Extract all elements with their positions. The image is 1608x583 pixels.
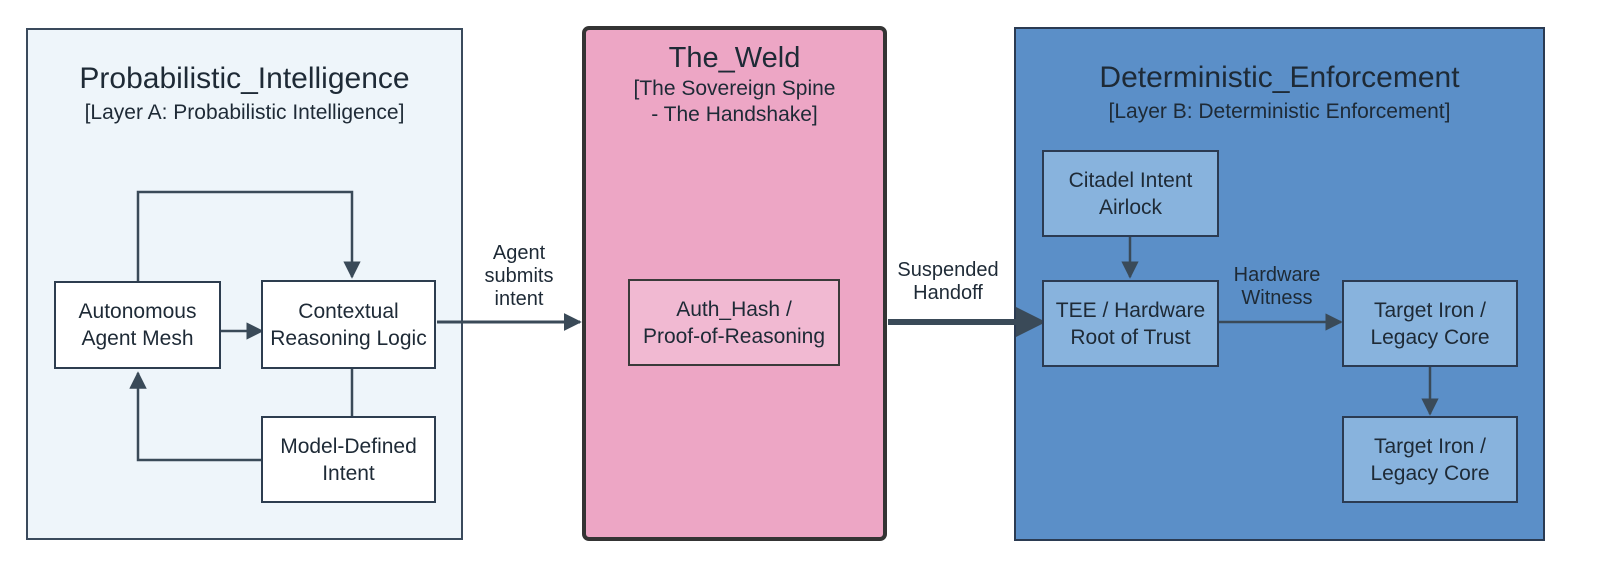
- edge-intent-to-mesh: [129, 371, 263, 462]
- label-hardware-witness: Hardware Witness: [1233, 264, 1321, 309]
- edge-mesh-to-reasoning-loop: [136, 190, 361, 283]
- weld-subtitle: [The Sovereign Spine - The Handshake]: [633, 77, 836, 126]
- label-suspended-handoff: Suspended Handoff: [897, 259, 999, 304]
- node-autonomous-agent-mesh[interactable]: Autonomous Agent Mesh: [54, 281, 221, 369]
- node-model-defined-intent[interactable]: Model-Defined Intent: [261, 416, 436, 503]
- layer-b-title: Deterministic_Enforcement: [1099, 61, 1460, 94]
- node-auth-hash[interactable]: Auth_Hash / Proof-of-Reasoning: [628, 279, 840, 366]
- layer-b-subtitle: [Layer B: Deterministic Enforcement]: [1108, 100, 1451, 123]
- node-target-iron-1[interactable]: Target Iron / Legacy Core: [1342, 280, 1518, 367]
- node-target-iron-2[interactable]: Target Iron / Legacy Core: [1342, 416, 1518, 503]
- node-tee-hardware-root[interactable]: TEE / Hardware Root of Trust: [1042, 280, 1219, 367]
- node-contextual-reasoning-logic[interactable]: Contextual Reasoning Logic: [261, 280, 436, 369]
- weld-title: The_Weld: [668, 42, 801, 74]
- node-citadel-intent-airlock[interactable]: Citadel Intent Airlock: [1042, 150, 1219, 237]
- layer-a-title: Probabilistic_Intelligence: [79, 62, 410, 95]
- label-agent-submits-intent: Agent submits intent: [484, 242, 554, 310]
- layer-a-subtitle: [Layer A: Probabilistic Intelligence]: [84, 101, 405, 124]
